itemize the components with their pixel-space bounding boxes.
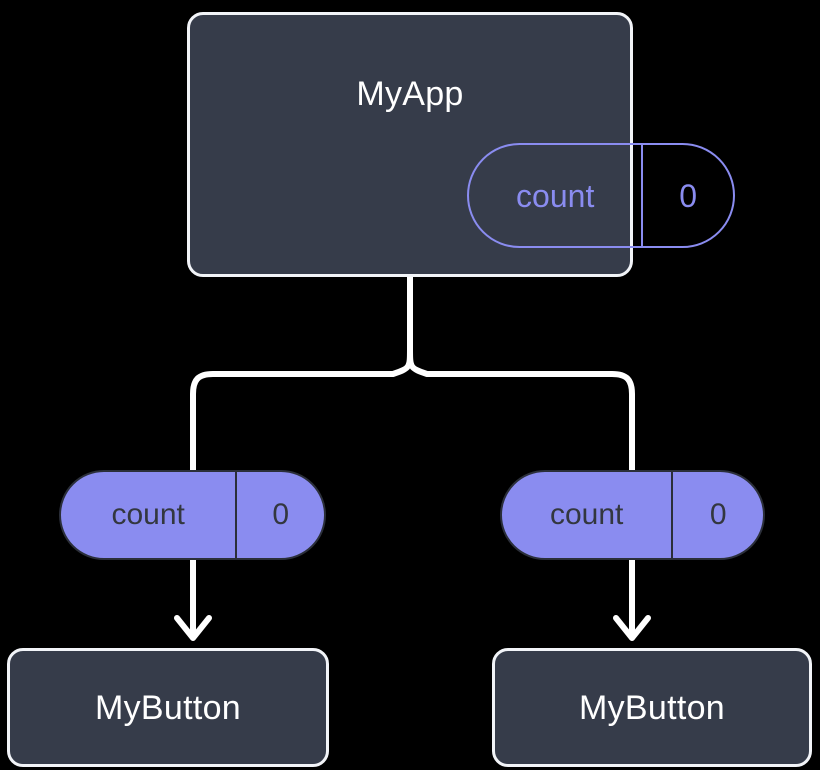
state-pill-key: count [516, 177, 595, 214]
component-label-mybutton-left: MyButton [94, 688, 242, 727]
arrow-head-right-icon [613, 615, 651, 641]
arrow-head-left-icon [174, 615, 212, 641]
state-pill-count[interactable]: count 0 [467, 143, 735, 248]
component-node-mybutton-right[interactable]: MyButton [492, 648, 812, 767]
state-pill-value: 0 [641, 145, 733, 246]
prop-pill-count-left[interactable]: count 0 [59, 470, 326, 560]
fork-connector-path-right [407, 274, 635, 473]
fork-connector-path [190, 274, 413, 473]
component-label-mybutton-right: MyButton [578, 688, 726, 727]
component-node-myapp[interactable]: MyApp count 0 [187, 12, 735, 277]
component-node-mybutton-left[interactable]: MyButton [7, 648, 329, 767]
prop-pill-value-left: 0 [235, 472, 324, 558]
component-label-myapp: MyApp [356, 75, 464, 113]
prop-pill-key-left: count [111, 498, 185, 531]
prop-pill-value-right: 0 [671, 472, 763, 558]
prop-pill-key-right: count [550, 498, 624, 531]
prop-pill-count-right[interactable]: count 0 [500, 470, 765, 560]
